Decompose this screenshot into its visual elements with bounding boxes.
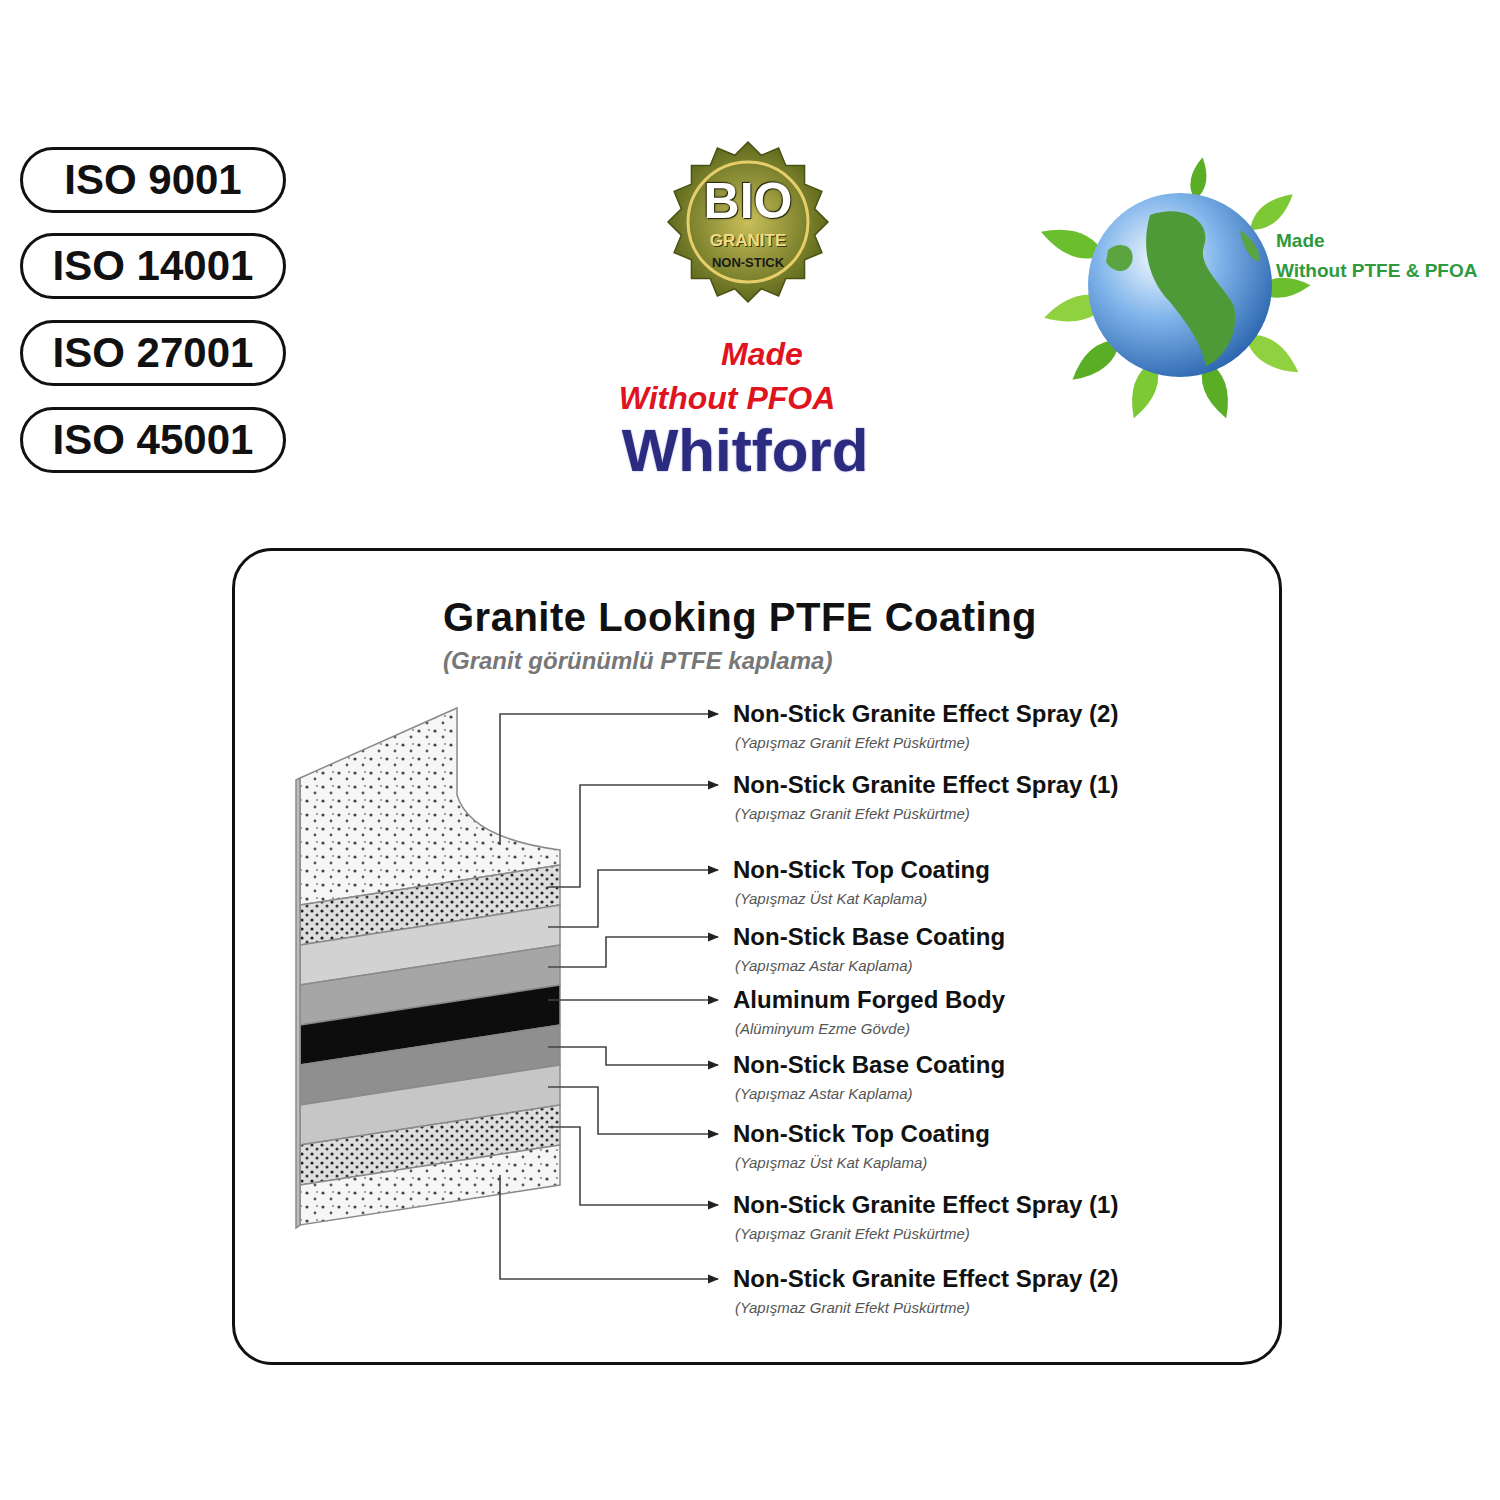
layer-name-turkish: (Yapışmaz Granit Efekt Püskürtme) [735, 804, 970, 824]
layer-name: Non-Stick Top Coating [733, 855, 990, 885]
layer-name: Non-Stick Base Coating [733, 922, 1005, 952]
leader-lines-part [548, 937, 718, 967]
brand-name: Whitford [580, 418, 910, 484]
pfoa-note: Made Without PFOA [602, 332, 852, 420]
globe-part [1146, 211, 1235, 366]
leader-lines-part [500, 714, 718, 845]
iso-label: ISO 45001 [53, 419, 254, 461]
badge-text: NON-STICK [666, 256, 830, 269]
layer-name: Non-Stick Base Coating [733, 1050, 1005, 1080]
leader-lines-part [548, 870, 718, 927]
layer-name-turkish: (Yapışmaz Granit Efekt Püskürtme) [735, 1224, 970, 1244]
layer-name-turkish: (Alüminyum Ezme Gövde) [735, 1019, 910, 1039]
globe-leaves [1037, 156, 1312, 422]
badge-text: BIO [666, 176, 830, 226]
panel-subtitle: (Granit görünümlü PTFE kaplama) [443, 647, 832, 675]
coating-panel: Granite Looking PTFE Coating (Granit görü… [232, 548, 1282, 1365]
layer-name-turkish: (Yapışmaz Üst Kat Kaplama) [735, 1153, 927, 1173]
coating-layers-part [296, 778, 300, 1228]
coating-layers [296, 708, 560, 1228]
layer-name-turkish: (Yapışmaz Astar Kaplama) [735, 1084, 913, 1104]
layer-name: Non-Stick Granite Effect Spray (1) [733, 770, 1118, 800]
certificate-badge: ISO 45001 [20, 407, 286, 473]
layer-name-turkish: (Yapışmaz Üst Kat Kaplama) [735, 889, 927, 909]
leader-lines-part [500, 1175, 718, 1279]
globe-part [1088, 193, 1272, 377]
layer-name: Aluminum Forged Body [733, 985, 1005, 1015]
certificate-badge: ISO 14001 [20, 233, 286, 299]
layer-name: Non-Stick Granite Effect Spray (1) [733, 1190, 1118, 1220]
iso-label: ISO 14001 [53, 245, 254, 287]
iso-label: ISO 9001 [64, 159, 241, 201]
layer-name: Non-Stick Granite Effect Spray (2) [733, 699, 1118, 729]
certificate-badge: ISO 27001 [20, 320, 286, 386]
globe-part [1240, 230, 1259, 262]
ptfe-note: Made Without PTFE & PFOA [1276, 226, 1496, 286]
certificate-badge: ISO 9001 [20, 147, 286, 213]
iso-label: ISO 27001 [53, 332, 254, 374]
leader-lines-part [548, 999, 718, 1001]
badge-text: GRANITE [666, 232, 830, 249]
bio-badge: BIO GRANITE NON-STICK [666, 140, 830, 304]
globe [1088, 193, 1272, 377]
layer-name-turkish: (Yapışmaz Granit Efekt Püskürtme) [735, 1298, 970, 1318]
leader-lines [500, 714, 718, 1279]
leader-lines-part [548, 1047, 718, 1065]
leader-lines-part [548, 785, 718, 887]
leader-lines-part [548, 1127, 718, 1205]
coating-layers-part [300, 1145, 560, 1225]
panel-title: Granite Looking PTFE Coating [443, 595, 1037, 640]
layer-name-turkish: (Yapışmaz Astar Kaplama) [735, 956, 913, 976]
globe-part [1106, 245, 1133, 271]
layer-name: Non-Stick Granite Effect Spray (2) [733, 1264, 1118, 1294]
layer-name: Non-Stick Top Coating [733, 1119, 990, 1149]
layer-name-turkish: (Yapışmaz Granit Efekt Püskürtme) [735, 733, 970, 753]
